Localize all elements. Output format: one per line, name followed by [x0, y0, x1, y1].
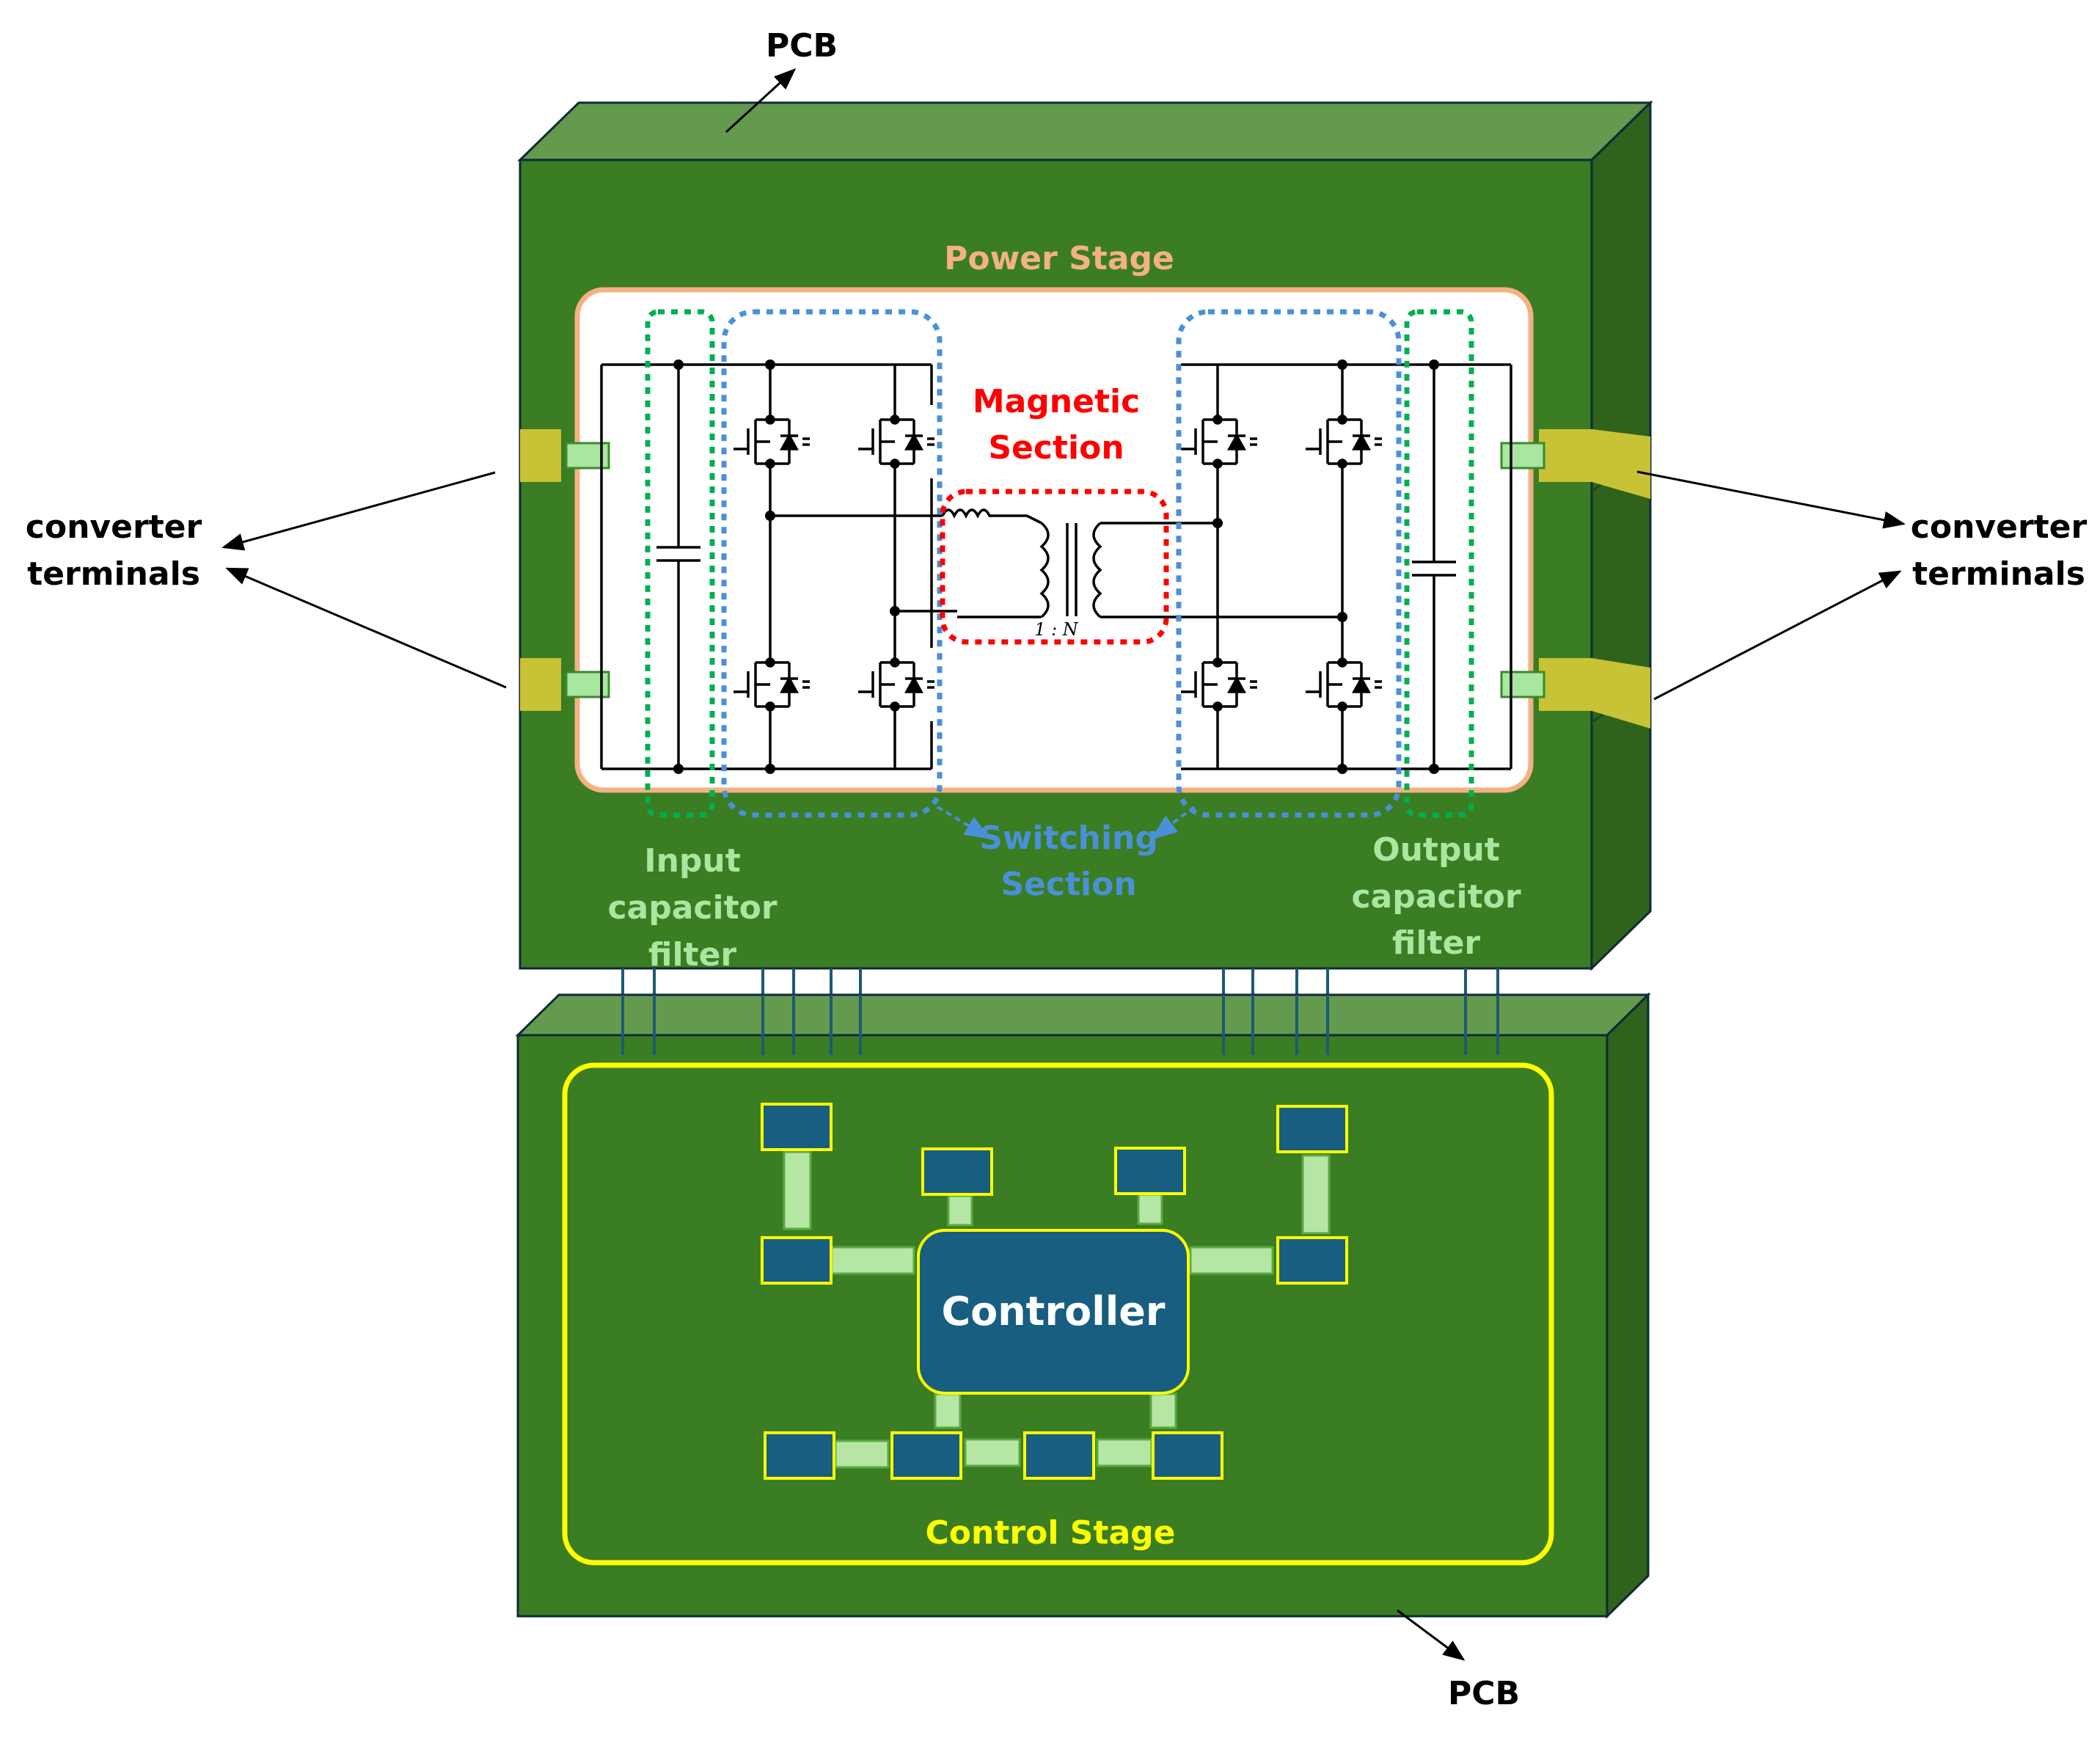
- controller-chip: [917, 1229, 1190, 1395]
- chip-3: [1114, 1147, 1186, 1195]
- input-filter-label-1: Input: [644, 842, 741, 880]
- terminals-left-label-2: terminals: [27, 555, 200, 593]
- control-stage-region: [562, 1062, 1554, 1566]
- chip-6: [1276, 1236, 1348, 1285]
- switching-section-left-outline: [721, 309, 943, 818]
- terminals-left-arrow-bottom: [225, 567, 507, 689]
- terminals-right-label-2: terminals: [1912, 555, 2085, 593]
- pcb-top-arrow: [725, 67, 797, 134]
- right-terminal-pad-top: [1500, 442, 1545, 470]
- chip-4: [1276, 1105, 1348, 1153]
- right-terminal-pad-bottom: [1500, 671, 1545, 698]
- terminals-right-label-1: converter: [1911, 508, 2088, 546]
- terminals-left-label-1: converter: [26, 508, 202, 546]
- mosfet-4: [854, 648, 936, 721]
- pcb-bottom-top-face: [515, 993, 1651, 1037]
- magnetic-section-label-1: Magnetic: [973, 383, 1140, 420]
- output-filter-label-1: Output: [1372, 831, 1500, 869]
- chip-7: [764, 1431, 835, 1480]
- left-terminal-tab-top: [520, 429, 561, 482]
- right-terminal-tab-top: [1539, 429, 1592, 482]
- chip-9: [1023, 1431, 1095, 1480]
- right-terminal-tab-bottom: [1539, 658, 1592, 711]
- switching-section-label-2: Section: [1000, 866, 1136, 903]
- switching-arrow-right: [1150, 806, 1196, 840]
- control-stage-label: Control Stage: [926, 1514, 1176, 1552]
- pcb-top-label: PCB: [766, 27, 838, 65]
- right-terminals: [1500, 429, 1650, 729]
- chip-5: [761, 1236, 833, 1285]
- terminals-right-arrow-top: [1636, 470, 1906, 529]
- pcb-bottom-side-face: [1606, 992, 1650, 1619]
- switching-section-right-outline: [1176, 309, 1402, 818]
- turns-ratio-label: 1 : N: [1034, 619, 1079, 640]
- chip-1: [761, 1103, 833, 1151]
- input-filter-label-2: capacitor: [607, 889, 777, 927]
- right-terminal-tab-bottom-side: [1592, 658, 1650, 729]
- terminals-right-arrow-bottom: [1653, 570, 1902, 701]
- left-terminal-tab-bottom: [520, 658, 561, 711]
- switching-section-label-1: Switching: [979, 819, 1158, 857]
- chip-10: [1152, 1431, 1223, 1480]
- schematic-junctions: [673, 359, 1439, 774]
- control-chips: [761, 1103, 1348, 1480]
- right-terminal-tab-top-side: [1592, 429, 1650, 499]
- magnetic-section-label-2: Section: [988, 429, 1124, 467]
- pcb-bottom-arrow: [1397, 1609, 1466, 1661]
- power-stage-label: Power Stage: [944, 240, 1174, 277]
- mosfet-1: [729, 405, 811, 478]
- board-interconnect-pins-front: [621, 995, 1499, 1055]
- chip-8: [890, 1431, 962, 1480]
- output-capacitor-filter-outline: [1404, 309, 1474, 818]
- mosfet-3: [854, 405, 936, 478]
- pcb-top-side-face: [1590, 100, 1652, 971]
- mosfet-2: [729, 648, 811, 721]
- mosfet-5: [1177, 405, 1259, 478]
- input-filter-label-3: filter: [648, 936, 737, 974]
- mosfet-switches: [729, 405, 1383, 721]
- magnetic-section-outline: [940, 489, 1169, 645]
- output-filter-label-2: capacitor: [1351, 878, 1521, 916]
- power-stage-region: [574, 287, 1534, 793]
- pcb-bottom-label: PCB: [1448, 1675, 1520, 1712]
- controller-label: Controller: [942, 1288, 1166, 1334]
- input-capacitor-filter-outline: [645, 309, 715, 818]
- chip-2: [921, 1147, 993, 1196]
- mosfet-7: [1301, 405, 1383, 478]
- mosfet-6: [1177, 648, 1259, 721]
- output-filter-label-3: filter: [1392, 924, 1481, 962]
- terminals-left-arrow-top: [222, 471, 496, 551]
- left-terminals: [520, 429, 610, 711]
- pcb-top-top-face: [517, 101, 1653, 161]
- mosfet-8: [1301, 648, 1383, 721]
